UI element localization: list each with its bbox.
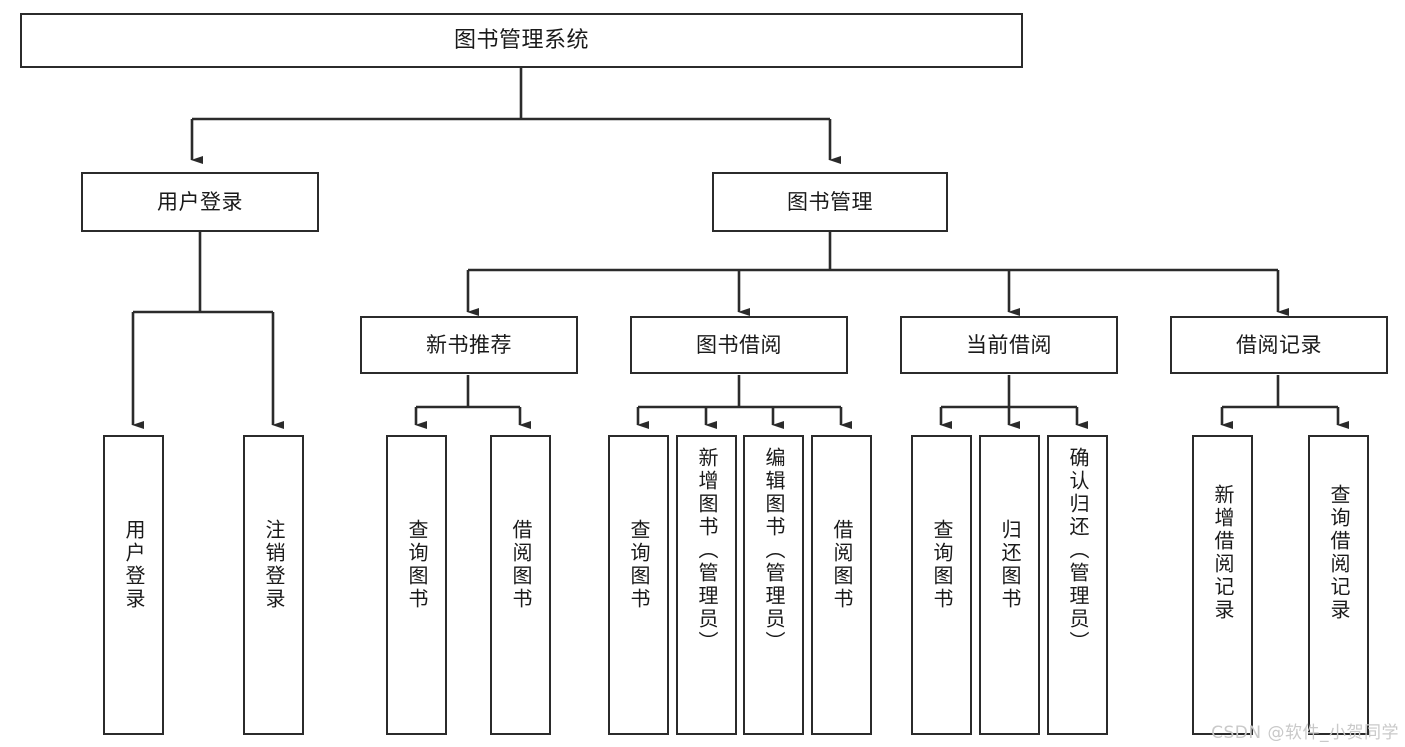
node-leaf-query-book-1[interactable]: 查询图书 <box>386 435 447 735</box>
node-borrow-record-label: 借阅记录 <box>1236 332 1322 357</box>
node-book-borrow-label: 图书借阅 <box>696 332 782 357</box>
node-leaf-logout-login[interactable]: 注销登录 <box>243 435 304 735</box>
node-leaf-edit-book-admin-label: 编辑图书（管理员） <box>762 447 786 654</box>
node-current-borrow[interactable]: 当前借阅 <box>900 316 1118 374</box>
node-leaf-confirm-return-admin-label: 确认归还（管理员） <box>1066 447 1090 654</box>
node-user-login[interactable]: 用户登录 <box>81 172 319 232</box>
node-leaf-borrow-book-2-label: 借阅图书 <box>830 519 854 611</box>
node-leaf-query-book-3[interactable]: 查询图书 <box>911 435 972 735</box>
node-book-manage[interactable]: 图书管理 <box>712 172 948 232</box>
node-leaf-borrow-book-1[interactable]: 借阅图书 <box>490 435 551 735</box>
node-user-login-label: 用户登录 <box>157 189 243 214</box>
node-leaf-user-login[interactable]: 用户登录 <box>103 435 164 735</box>
node-leaf-add-borrow-record[interactable]: 新增借阅记录 <box>1192 435 1253 735</box>
node-leaf-return-book-label: 归还图书 <box>998 519 1022 611</box>
node-book-manage-label: 图书管理 <box>787 189 873 214</box>
node-leaf-confirm-return-admin[interactable]: 确认归还（管理员） <box>1047 435 1108 735</box>
node-leaf-add-book-admin[interactable]: 新增图书（管理员） <box>676 435 737 735</box>
node-leaf-user-login-label: 用户登录 <box>122 519 146 611</box>
node-leaf-query-book-2-label: 查询图书 <box>627 519 651 611</box>
node-leaf-query-book-3-label: 查询图书 <box>930 519 954 611</box>
node-leaf-add-borrow-record-label: 新增借阅记录 <box>1211 484 1235 622</box>
node-leaf-borrow-book-1-label: 借阅图书 <box>509 519 533 611</box>
node-current-borrow-label: 当前借阅 <box>966 332 1052 357</box>
node-root[interactable]: 图书管理系统 <box>20 13 1023 68</box>
node-new-book-recommend[interactable]: 新书推荐 <box>360 316 578 374</box>
node-leaf-return-book[interactable]: 归还图书 <box>979 435 1040 735</box>
node-leaf-query-borrow-record[interactable]: 查询借阅记录 <box>1308 435 1369 735</box>
watermark: CSDN @软件_小贺同学 <box>1211 723 1399 743</box>
node-borrow-record[interactable]: 借阅记录 <box>1170 316 1388 374</box>
node-new-book-recommend-label: 新书推荐 <box>426 332 512 357</box>
node-leaf-logout-login-label: 注销登录 <box>262 519 286 611</box>
node-book-borrow[interactable]: 图书借阅 <box>630 316 848 374</box>
node-root-label: 图书管理系统 <box>453 27 589 53</box>
node-leaf-add-book-admin-label: 新增图书（管理员） <box>695 447 719 654</box>
node-leaf-edit-book-admin[interactable]: 编辑图书（管理员） <box>743 435 804 735</box>
node-leaf-query-borrow-record-label: 查询借阅记录 <box>1327 484 1351 622</box>
node-leaf-query-book-2[interactable]: 查询图书 <box>608 435 669 735</box>
node-leaf-query-book-1-label: 查询图书 <box>405 519 429 611</box>
node-leaf-borrow-book-2[interactable]: 借阅图书 <box>811 435 872 735</box>
